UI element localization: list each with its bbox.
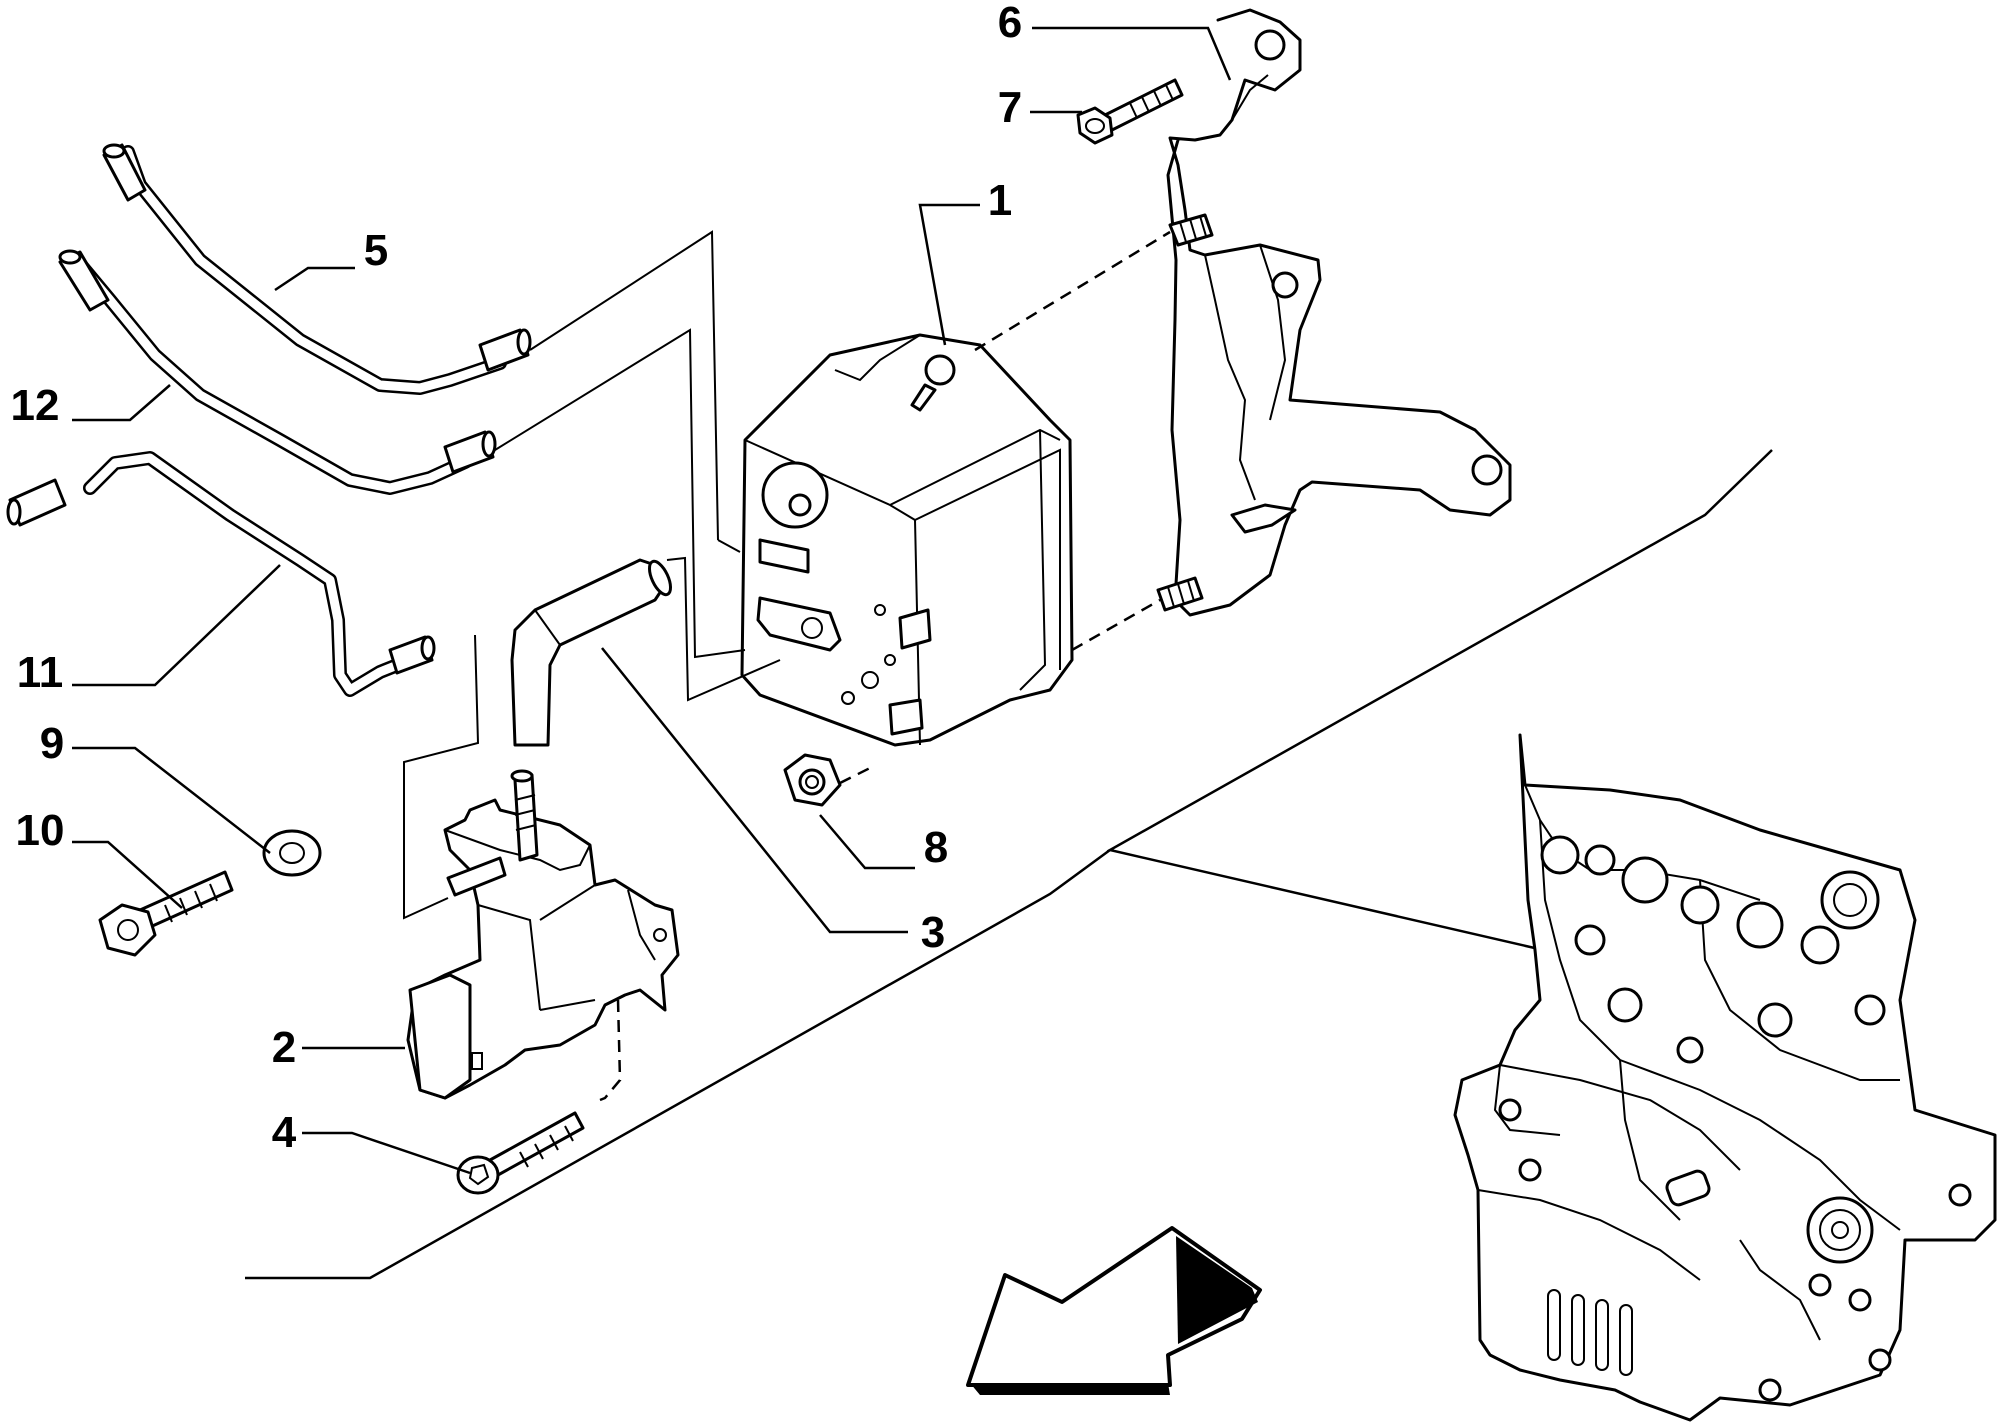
part-bolt-10 (98, 870, 234, 957)
part-bolt-7 (1076, 78, 1184, 145)
part-washer-9 (262, 829, 322, 877)
callout-10: 10 (16, 806, 65, 855)
callout-12: 12 (11, 381, 60, 430)
callout-6: 6 (998, 0, 1022, 47)
callout-7: 7 (998, 83, 1022, 132)
callout-1: 1 (988, 176, 1012, 225)
arrow-down-left-icon (966, 1226, 1262, 1395)
callout-labels: 1 2 3 4 5 6 7 8 9 10 11 12 (11, 0, 1023, 1157)
bracket-studs (1156, 213, 1214, 612)
callout-4: 4 (272, 1108, 297, 1157)
part-tube-5 (102, 143, 532, 395)
part-tube-11 (6, 451, 436, 697)
part-bracket (1166, 8, 1512, 617)
callout-11: 11 (17, 648, 64, 697)
part-bolt-4 (456, 1111, 585, 1195)
callout-9: 9 (40, 719, 64, 768)
reference-plane-outline (245, 449, 1773, 1280)
callout-8: 8 (924, 823, 948, 872)
callout-5: 5 (364, 226, 388, 275)
part-vacuum-canister (740, 333, 1074, 747)
part-solenoid-valve (406, 769, 680, 1100)
assembly-lines (403, 230, 1171, 1102)
part-hose-elbow (510, 558, 673, 747)
callout-3: 3 (921, 908, 945, 957)
part-tube-12 (58, 249, 497, 495)
callout-leaders (72, 26, 1232, 1175)
engine-block-illustration (1453, 733, 1997, 1422)
callout-2: 2 (272, 1023, 296, 1072)
part-nut-8 (783, 753, 842, 807)
